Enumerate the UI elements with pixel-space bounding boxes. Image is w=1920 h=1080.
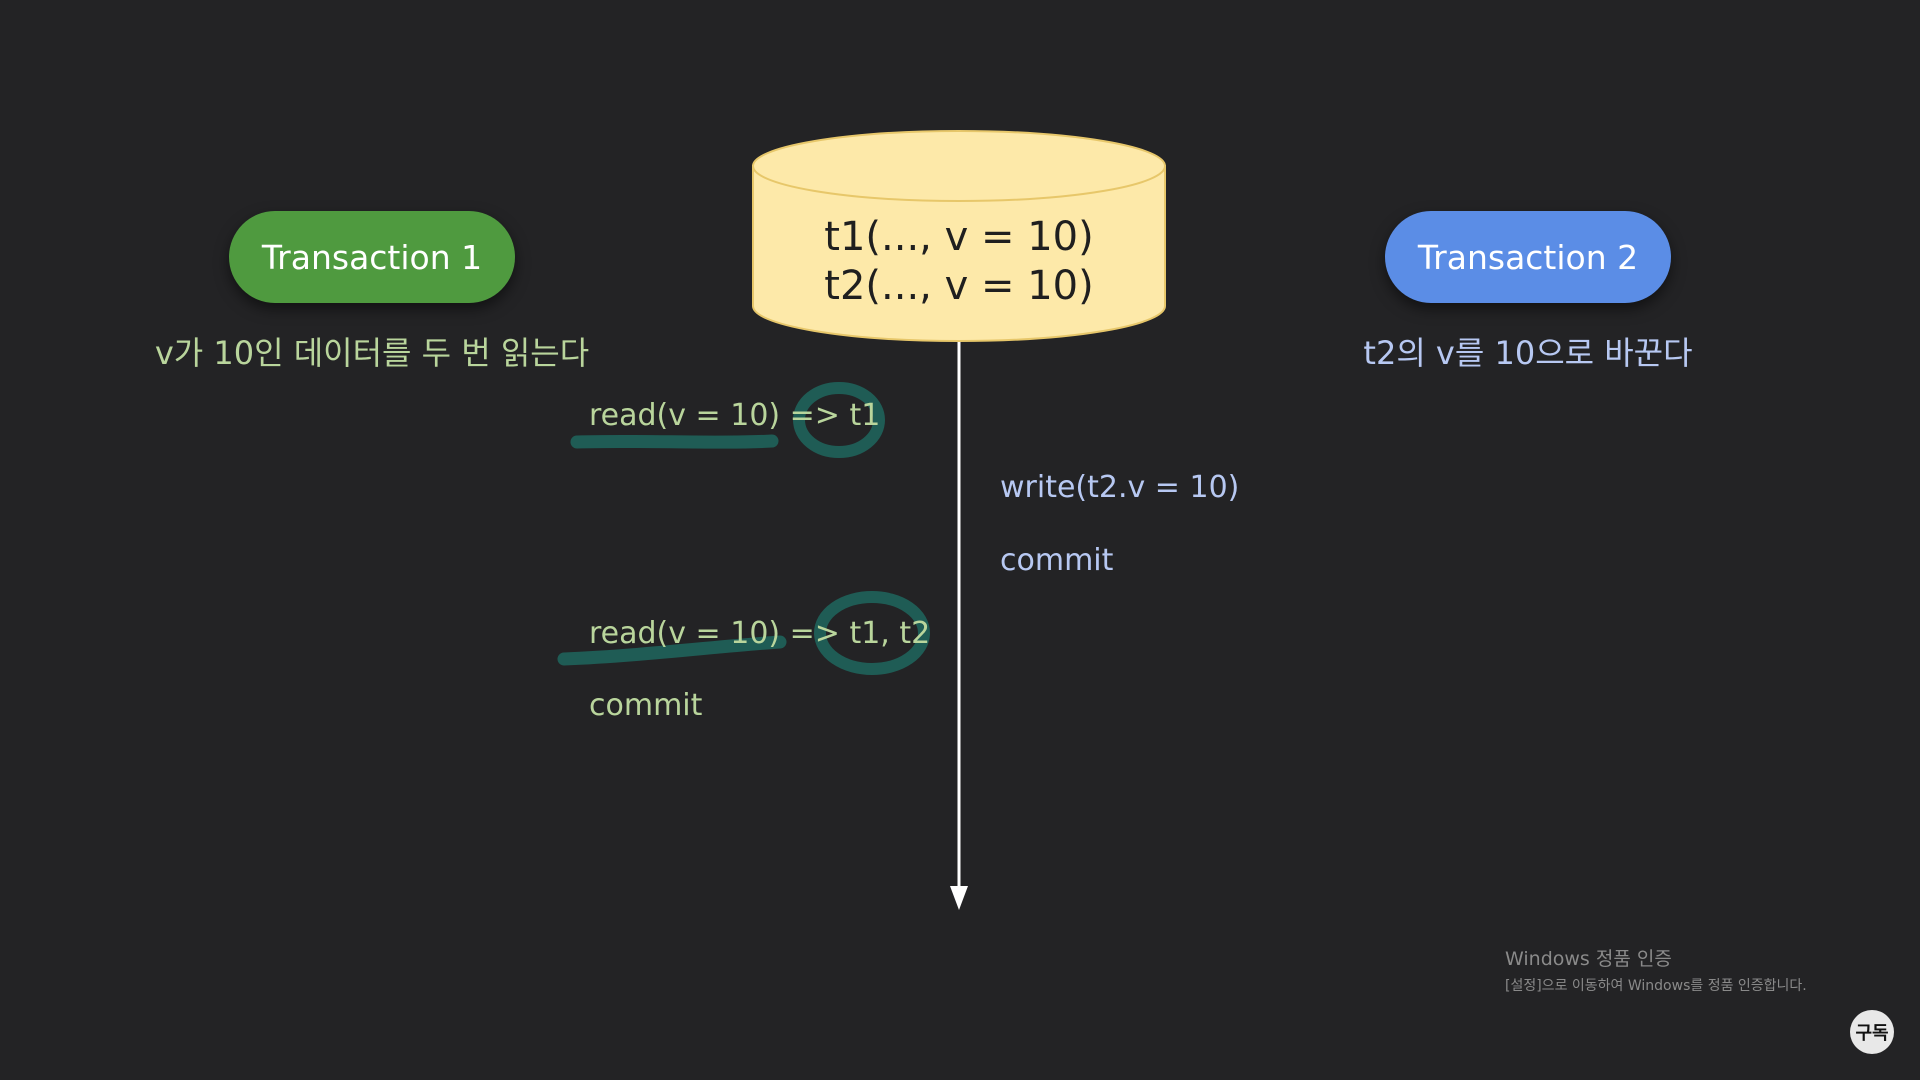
transaction-1-pill: Transaction 1 [229, 211, 515, 303]
database-top [752, 130, 1166, 202]
transaction-1-label: Transaction 1 [261, 237, 483, 277]
highlight-underline-read-1 [570, 434, 779, 449]
database-row-t1: t1(..., v = 10) [824, 214, 1094, 260]
transaction-2-pill: Transaction 2 [1385, 211, 1671, 303]
database-row-t2: t2(..., v = 10) [824, 263, 1094, 309]
timeline-arrowhead [950, 886, 968, 910]
database-body [752, 165, 1166, 342]
transaction-1-description: v가 10인 데이터를 두 번 읽는다 [154, 334, 590, 372]
highlight-circle-t1-t2 [814, 591, 930, 675]
transaction-2-label: Transaction 2 [1417, 237, 1639, 277]
tx1-commit: commit [589, 688, 703, 723]
highlight-underline-read-2 [557, 635, 787, 666]
windows-activation-watermark: Windows 정품 인증 [설정]으로 이동하여 Windows를 정품 인증… [1505, 944, 1807, 995]
tx2-write: write(t2.v = 10) [1000, 470, 1240, 505]
tx1-read-2: read(v = 10) => t1, t2 [589, 616, 931, 651]
subscribe-button[interactable]: 구독 [1850, 1010, 1894, 1054]
transaction-2-description: t2의 v를 10으로 바꾼다 [1363, 334, 1693, 372]
watermark-subtitle: [설정]으로 이동하여 Windows를 정품 인증합니다. [1505, 978, 1807, 994]
highlight-circle-t1 [793, 382, 885, 458]
watermark-title: Windows 정품 인증 [1505, 948, 1672, 970]
tx2-commit: commit [1000, 543, 1114, 578]
tx1-read-1: read(v = 10) => t1 [589, 398, 881, 433]
